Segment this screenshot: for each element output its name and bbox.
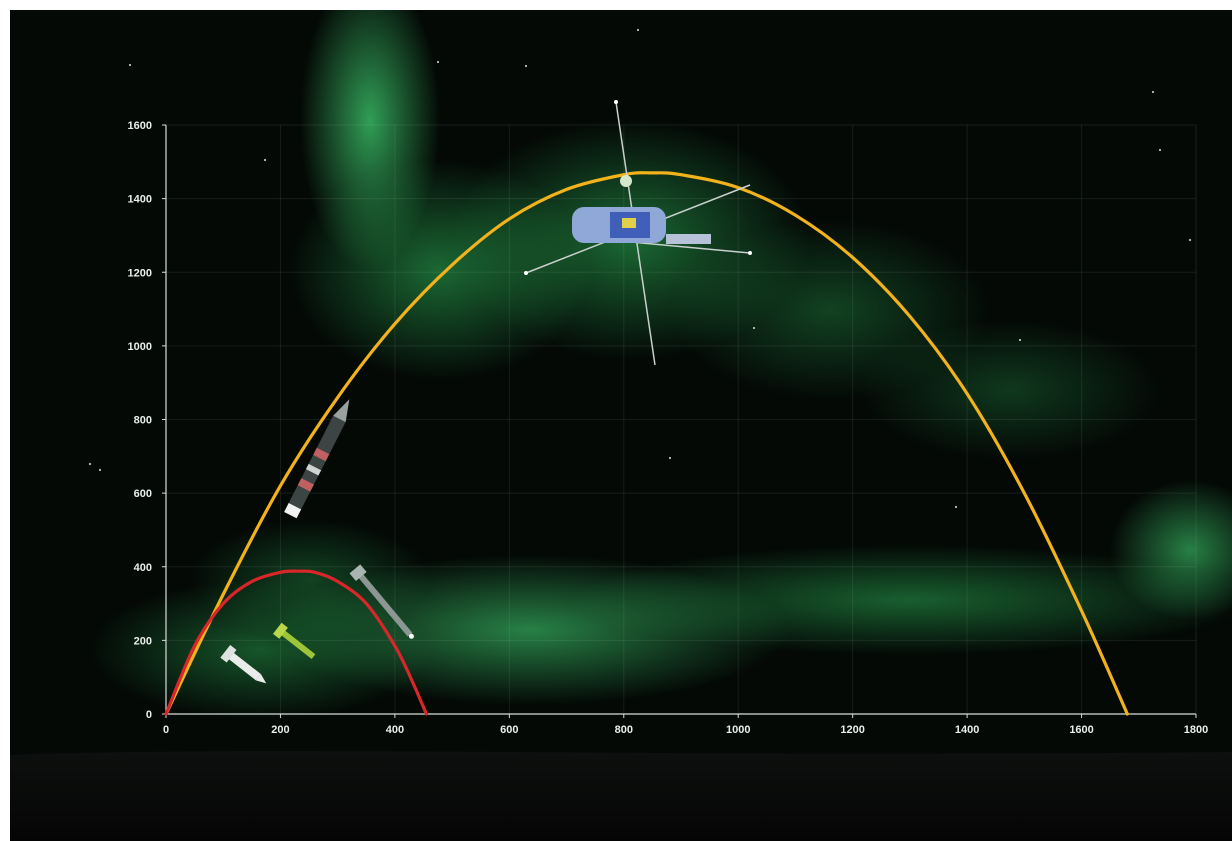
trajectory-chart: 0 200 400 600 800 1000 1200 1400 1600 1800 0 200 400… — [128, 100, 1209, 736]
star — [954, 505, 958, 509]
x-tick-label: 800 — [615, 724, 633, 736]
x-tick-label: 1000 — [726, 724, 750, 736]
y-tick-label: 400 — [134, 562, 152, 574]
star — [436, 60, 440, 64]
axes — [162, 124, 1197, 718]
rocket-body-icon — [349, 564, 414, 639]
y-tick-label: 1400 — [128, 194, 152, 206]
x-tick-label: 200 — [271, 724, 289, 736]
y-tick-label: 200 — [134, 635, 152, 647]
y-tick-label: 600 — [134, 488, 152, 500]
series-line-1 — [164, 569, 428, 716]
star — [524, 64, 528, 68]
series-line-0 — [164, 171, 1129, 716]
x-tick-label: 1800 — [1184, 724, 1208, 736]
rocket-nosecone-icon — [284, 399, 350, 519]
x-tick-label: 400 — [386, 724, 404, 736]
grid — [166, 124, 1197, 714]
x-tick-label: 600 — [500, 724, 518, 736]
chart-stage: 0 200 400 600 800 1000 1200 1400 1600 1800 0 200 400… — [10, 10, 1232, 841]
star — [1188, 238, 1192, 242]
star — [1158, 148, 1162, 152]
aurora-background — [10, 10, 1232, 841]
star — [636, 28, 640, 32]
x-tick-label: 0 — [163, 724, 169, 736]
rocket-launcher-icon — [220, 645, 267, 684]
star — [1151, 90, 1155, 94]
satellite-icon — [524, 100, 752, 366]
star — [668, 456, 672, 460]
star — [98, 468, 102, 472]
x-tick-label: 1200 — [840, 724, 864, 736]
y-tick-label: 1600 — [128, 120, 152, 132]
illustrations — [220, 100, 752, 684]
star — [1018, 338, 1022, 342]
x-tick-label: 1400 — [955, 724, 979, 736]
x-tick-label: 1600 — [1069, 724, 1093, 736]
y-tick-label: 1200 — [128, 267, 152, 279]
y-tick-label: 800 — [134, 415, 152, 427]
y-tick-label: 0 — [146, 709, 152, 721]
star — [752, 326, 756, 330]
series-group — [164, 171, 1129, 716]
star — [263, 158, 267, 162]
y-tick-label: 1000 — [128, 341, 152, 353]
star — [128, 63, 132, 67]
rocket-stage-icon — [272, 622, 316, 659]
star — [88, 462, 92, 466]
tick-labels: 0 200 400 600 800 1000 1200 1400 1600 1800 0 200 400… — [128, 120, 1209, 736]
